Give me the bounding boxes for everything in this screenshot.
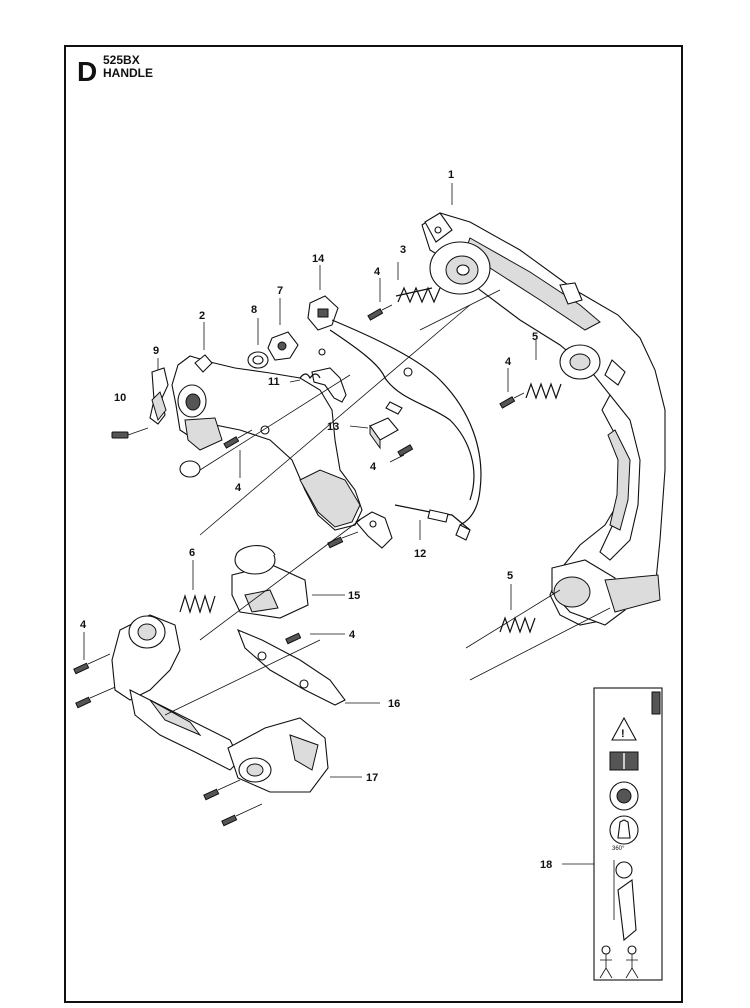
callout-5-upper: 5: [532, 331, 538, 343]
diagram-frame: [64, 45, 683, 1003]
callout-4-bracket: 4: [349, 629, 356, 641]
part-6-spring: [179, 593, 216, 615]
callout-16: 16: [388, 698, 400, 710]
distance-warning-icon: [613, 860, 637, 942]
part-14-stop-switch: [307, 295, 339, 331]
screw-4-connector: [397, 444, 414, 457]
screw-10: [111, 427, 149, 439]
callout-3: 3: [400, 244, 406, 256]
screw-17-1: [203, 779, 241, 801]
callout-13: 13: [327, 421, 339, 433]
rotation-360-icon: 360°: [612, 846, 633, 879]
model-name: 525BX: [103, 53, 140, 67]
gloves-icon: [609, 815, 639, 845]
screw-4-upper: [367, 304, 393, 321]
callout-2: 2: [199, 310, 205, 322]
callout-17: 17: [366, 772, 378, 784]
diagram-header: 525BX HANDLE: [103, 54, 153, 80]
handle-lock-piece: [355, 511, 393, 549]
assembly-lines: [83, 183, 611, 865]
screws: [73, 304, 525, 827]
callout-6: 6: [189, 547, 195, 559]
callout-15: 15: [348, 590, 360, 602]
svg-text:!: !: [621, 728, 625, 740]
callout-10: 10: [114, 392, 126, 404]
part-15-clamp-top: [231, 545, 309, 619]
ear-eye-protection-icon: [609, 781, 639, 811]
callout-14: 14: [312, 253, 325, 265]
part-3-spring: [395, 286, 441, 304]
part-18-warning-label: ! 360°: [593, 687, 663, 981]
front-loop-handle: [111, 614, 241, 771]
read-manual-icon: [609, 751, 639, 771]
part-11-lever: [299, 348, 347, 403]
part-5-spring-lower: [499, 616, 536, 634]
screw-17-2: [221, 803, 263, 827]
callout-1: 1: [448, 169, 454, 181]
callout-4-right: 4: [505, 356, 512, 368]
part-2-throttle-handle: [171, 354, 363, 531]
callout-9: 9: [153, 345, 159, 357]
screw-4-bracket-left-2: [75, 684, 121, 709]
part-16-clamp-plate: [237, 628, 346, 706]
part-5-spring-upper: [525, 382, 562, 400]
callout-7: 7: [277, 285, 283, 297]
part-12-throttle-cable: [329, 319, 482, 541]
person-warning-icon: [599, 945, 639, 979]
callout-18: 18: [540, 859, 552, 871]
screw-4-bracket-left-1: [73, 653, 111, 675]
svg-text:360°: 360°: [612, 846, 625, 852]
section-letter: D: [77, 56, 98, 87]
part-17-handle-end: [227, 717, 329, 793]
callout-labels: 1 3 4 14 7 8 2 5 9 4 11 10 13 4 4 12 6 5…: [80, 169, 552, 871]
assembly-name: HANDLE: [103, 66, 153, 80]
callout-4-handle: 4: [235, 482, 242, 494]
part-7-pivot-pin: [267, 331, 299, 361]
part-13-connector: [369, 417, 399, 450]
callout-4-upper: 4: [374, 266, 381, 278]
part-9-trigger: [149, 367, 169, 425]
callout-8: 8: [251, 304, 257, 316]
screw-4-lower-handle: [327, 531, 359, 549]
screw-4-handle: [223, 429, 253, 449]
part-1-handle-frame: [421, 212, 666, 626]
callout-12: 12: [414, 548, 426, 560]
callout-11: 11: [268, 376, 280, 388]
callout-5-lower: 5: [507, 570, 513, 582]
callout-4-connector: 4: [370, 461, 377, 473]
part-8-ring: [247, 351, 269, 369]
warning-triangle-icon: !: [611, 716, 637, 741]
callout-4-left: 4: [80, 619, 87, 631]
screw-4-bracket-top: [285, 632, 302, 645]
screw-4-right: [499, 392, 525, 409]
